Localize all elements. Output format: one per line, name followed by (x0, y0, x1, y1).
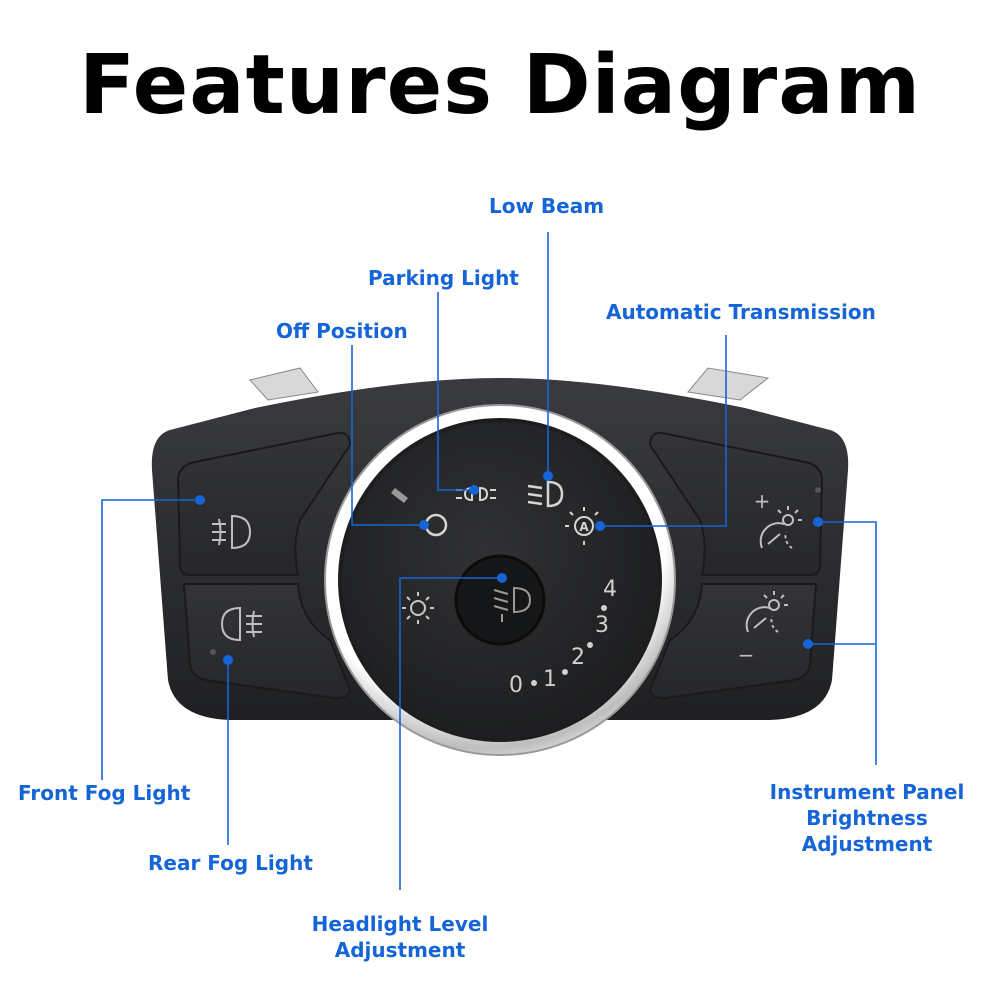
instrument-panel-label-line2: Brightness (806, 806, 928, 830)
callout-lines (101, 232, 877, 890)
instrument-panel-label-line3: Adjustment (801, 832, 933, 856)
front-fog-light-label: Front Fog Light (18, 781, 191, 805)
headlight-level-label: Headlight Level Adjustment (290, 911, 510, 963)
level-mark-0: 0 (509, 673, 523, 698)
low-beam-label: Low Beam (489, 194, 605, 218)
off-position-label: Off Position (276, 319, 408, 343)
low-beam-icon (527, 480, 564, 508)
instrument-panel-label-line1: Instrument Panel (769, 780, 965, 804)
rear-fog-light-icon (220, 606, 262, 642)
level-mark-3: 3 (595, 613, 609, 638)
rear-fog-light-label: Rear Fog Light (148, 851, 313, 875)
brightness-up-icon (759, 506, 802, 549)
rear-fog-indicator (210, 649, 216, 655)
headlight-level-icon (493, 586, 532, 622)
front-fog-light-icon (212, 514, 252, 550)
callout-dots (195, 471, 823, 665)
parking-light-label: Parking Light (368, 266, 519, 290)
level-mark-1: 1 (543, 667, 557, 692)
knob-pointer (391, 488, 408, 503)
automatic-transmission-label: Automatic Transmission (606, 300, 876, 324)
headlight-level-label-line2: Adjustment (334, 938, 466, 962)
brightness-decrease-button[interactable] (648, 583, 818, 700)
plus-sign: + (754, 489, 771, 513)
left-mounting-clip (249, 367, 319, 401)
headlight-level-label-line1: Headlight Level (311, 912, 489, 936)
brightness-increase-button[interactable] (648, 431, 824, 576)
brightness-up-indicator (815, 487, 821, 493)
brightness-down-icon (745, 591, 788, 633)
right-mounting-clip (687, 367, 770, 401)
level-mark-2: 2 (571, 645, 585, 670)
auto-letter: A (579, 520, 589, 534)
page-title: Features Diagram (78, 38, 922, 133)
level-mark-4: 4 (603, 577, 617, 602)
panel-light-icon (402, 592, 434, 624)
instrument-panel-label: Instrument Panel Brightness Adjustment (762, 779, 972, 857)
minus-sign: − (738, 643, 755, 667)
